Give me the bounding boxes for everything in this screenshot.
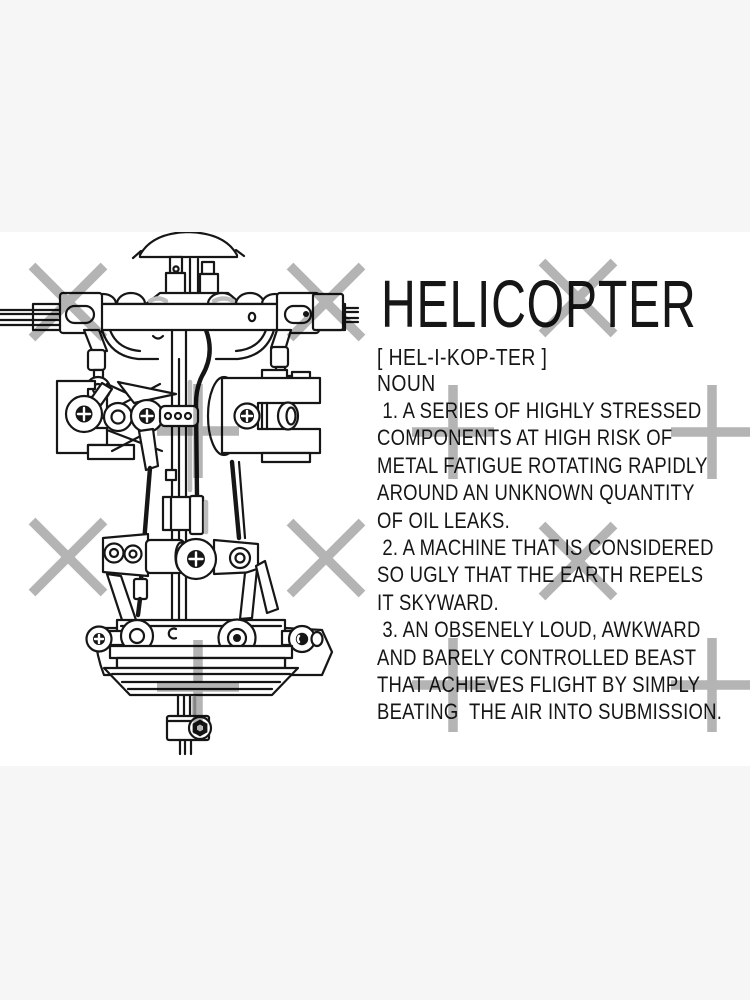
definition-text: HELICOPTER [ HEL-I-KOP-TER ] NOUN 1. A S…: [375, 232, 750, 766]
definition-line: THAT ACHIEVES FLIGHT BY SIMPLY: [377, 672, 701, 698]
definition-line: OF OIL LEAKS.: [377, 507, 511, 533]
definition-line: 1. A SERIES OF HIGHLY STRESSED: [377, 398, 702, 423]
rotor-head-drawing: [0, 232, 360, 756]
page-title: HELICOPTER: [381, 267, 697, 342]
definition-line: IT SKYWARD.: [377, 589, 499, 615]
definition-line: METAL FATIGUE ROTATING RAPIDLY: [377, 452, 708, 478]
definition-line: SO UGLY THAT THE EARTH REPELS: [377, 562, 704, 588]
definition-line: 2. A MACHINE THAT IS CONSIDERED: [377, 535, 714, 561]
definition-lines: 1. A SERIES OF HIGHLY STRESSED COMPONENT…: [377, 397, 722, 726]
part-of-speech: NOUN: [377, 370, 436, 396]
rotor-drawing-group: [0, 232, 360, 756]
definition-line: AND BARELY CONTROLLED BEAST: [377, 644, 697, 670]
definition-line: BEATING THE AIR INTO SUBMISSION.: [377, 699, 723, 725]
definition-line: COMPONENTS AT HIGH RISK OF: [377, 425, 673, 451]
pronunciation: [ HEL-I-KOP-TER ]: [377, 344, 548, 370]
definition-line: 3. AN OBSENELY LOUD, AWKWARD: [377, 617, 701, 643]
artwork: HELICOPTER [ HEL-I-KOP-TER ] NOUN 1. A S…: [0, 232, 750, 766]
definition-line: AROUND AN UNKNOWN QUANTITY: [377, 480, 695, 506]
